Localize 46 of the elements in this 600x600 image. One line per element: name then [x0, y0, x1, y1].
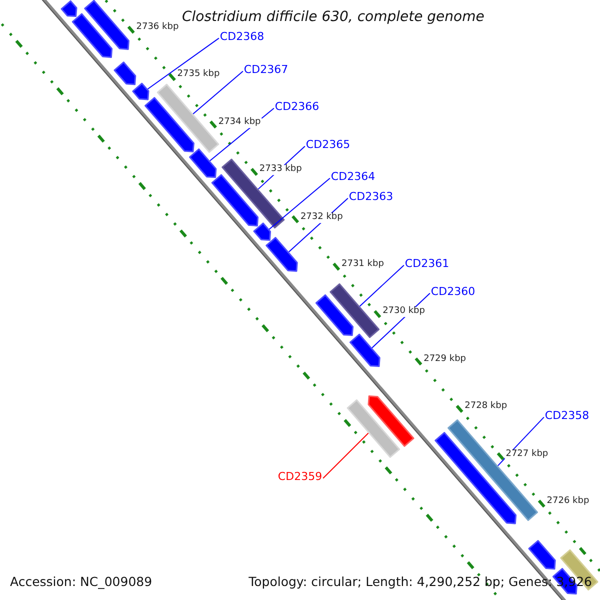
gene-block	[189, 148, 217, 178]
gene-label: CD2367	[244, 64, 288, 76]
gene-label: CD2359	[278, 470, 322, 484]
gene-label: CD2358	[544, 410, 590, 422]
gene-bar	[156, 84, 220, 153]
gene-block	[132, 82, 150, 100]
gene-block	[368, 395, 414, 447]
gene-label: CD2364	[330, 170, 376, 184]
scale-label: 2728 kbp	[464, 402, 508, 412]
scale-label: 2729 kbp	[422, 354, 468, 365]
map-title: Clostridium difficile 630, complete genome	[182, 9, 484, 25]
gene-bar	[346, 399, 400, 458]
gene-bar	[222, 158, 285, 228]
leader-line	[268, 178, 330, 230]
leader-line	[147, 38, 220, 90]
scale-label: 2732 kbp	[299, 212, 344, 223]
gene-label: CD2361	[404, 258, 450, 270]
scale-label: 2730 kbp	[382, 307, 426, 318]
gene-label: CD2360	[430, 286, 476, 298]
gene-block	[315, 294, 354, 336]
scale-label: 2735 kbp	[176, 70, 221, 80]
leader-line	[359, 264, 404, 307]
gene-block	[253, 222, 272, 241]
scale-label: 2731 kbp	[340, 260, 385, 270]
scale-label: 2733 kbp	[258, 165, 303, 176]
footer-text: Accession: NC_009089	[10, 574, 152, 589]
gene-block	[84, 0, 130, 50]
gene-block	[528, 540, 556, 570]
leader-line	[192, 70, 244, 114]
gene-bar	[330, 283, 380, 338]
gene-label: CD2365	[306, 138, 350, 152]
scale-label: 2727 kbp	[504, 450, 550, 460]
scale-label: 2734 kbp	[217, 118, 262, 128]
scale-label: 2736 kbp	[135, 23, 180, 33]
gene-block	[211, 174, 259, 226]
gene-block	[349, 334, 380, 368]
gene-label: CD2363	[348, 190, 394, 204]
gene-label: CD2366	[274, 100, 320, 114]
gene-block	[60, 0, 78, 18]
gene-label: CD2368	[220, 30, 264, 44]
gene-block	[266, 236, 298, 272]
scale-label: 2726 kbp	[546, 497, 590, 507]
gene-block	[114, 62, 136, 86]
leader-line	[322, 432, 369, 479]
gene-block	[144, 97, 194, 152]
gene-block	[72, 13, 113, 58]
